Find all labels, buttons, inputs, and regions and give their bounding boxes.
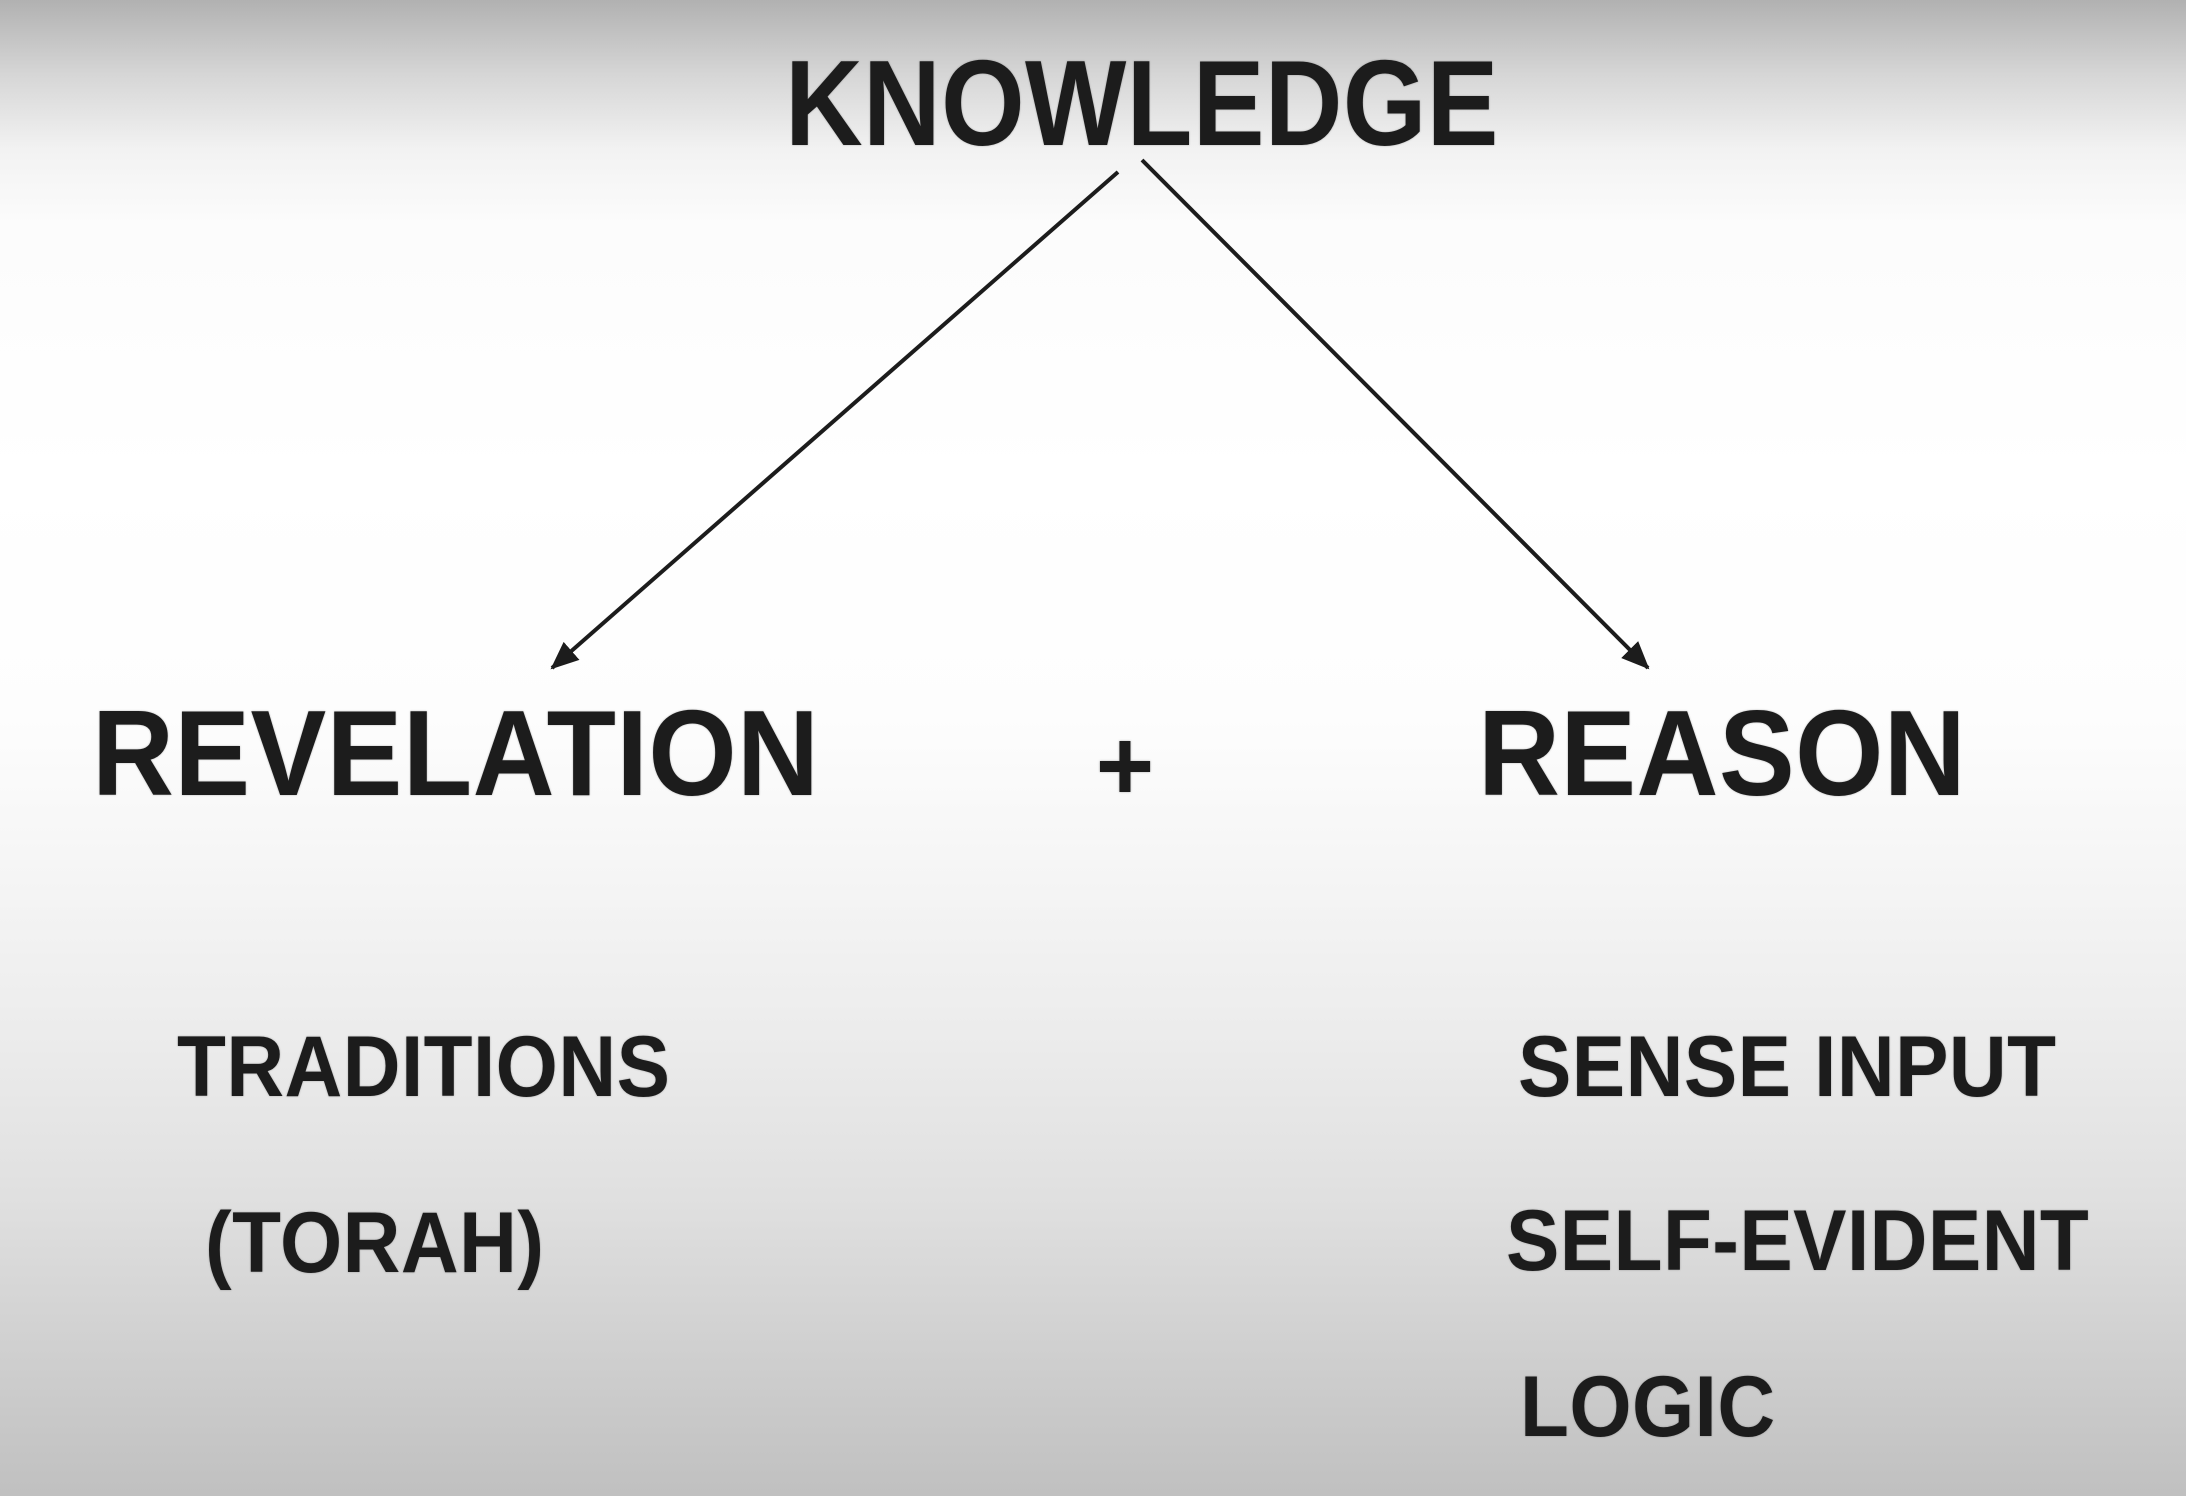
right-branch-arrow <box>1140 158 1650 670</box>
right-item-sense-input: SENSE INPUT <box>1518 1019 2057 1115</box>
branch-node-revelation: REVELATION <box>92 685 820 821</box>
left-branch-arrow <box>550 170 1120 670</box>
left-item-torah: (TORAH) <box>205 1195 545 1291</box>
branch-node-reason: REASON <box>1478 685 1967 821</box>
plus-operator: + <box>1095 710 1155 822</box>
left-item-traditions: TRADITIONS <box>177 1019 671 1115</box>
root-node-knowledge: KNOWLEDGE <box>785 35 1499 171</box>
right-item-self-evident: SELF-EVIDENT <box>1506 1193 2090 1289</box>
right-item-logic: LOGIC <box>1520 1359 1776 1455</box>
